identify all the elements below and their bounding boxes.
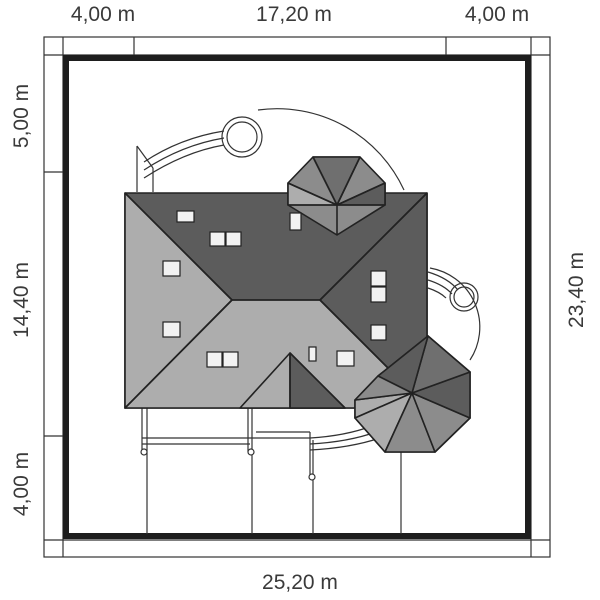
post-markers [140, 448, 316, 481]
dim-top-right: 4,00 m [465, 3, 529, 26]
dim-left-middle: 14,40 m [10, 262, 33, 338]
dim-right: 23,40 m [565, 252, 588, 328]
dim-top-center: 17,20 m [256, 3, 332, 26]
roof-windows [162, 210, 387, 368]
garden-circle-top [221, 116, 263, 158]
dim-left-bottom: 4,00 m [10, 452, 33, 516]
site-lines [136, 108, 481, 534]
house-roof [124, 156, 428, 409]
plot-boundary [63, 55, 531, 539]
gazebo-roof [354, 335, 471, 453]
dim-top-left: 4,00 m [71, 3, 135, 26]
dim-left-top: 5,00 m [10, 84, 33, 148]
garden-circle-right [449, 282, 479, 312]
dim-bottom: 25,20 m [262, 571, 338, 594]
